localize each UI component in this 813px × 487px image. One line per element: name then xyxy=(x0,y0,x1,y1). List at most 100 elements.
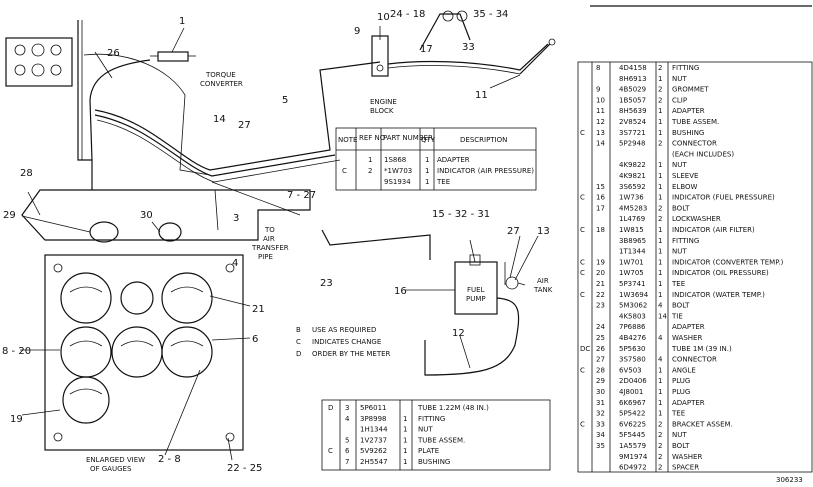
callout: 9 xyxy=(354,26,360,37)
description-cell: CONNECTOR xyxy=(672,356,717,364)
callout-numbers: 1 26 9 10 24 - 18 35 - 34 17 33 11 5 14 … xyxy=(2,9,550,474)
qty-cell: 1 xyxy=(658,248,662,256)
part-number-cell: 6K6967 xyxy=(619,399,646,407)
description-cell: GROMMET xyxy=(672,86,709,94)
svg-text:1: 1 xyxy=(368,156,372,164)
part-number-cell: 6D4972 xyxy=(619,464,647,472)
description-cell: CLIP xyxy=(672,96,687,104)
qty-cell: 2 xyxy=(658,215,662,223)
part-number-cell: 9M1974 xyxy=(619,453,648,461)
callout: 22 - 25 xyxy=(227,463,262,474)
callout: 8 - 20 xyxy=(2,346,31,357)
ref-cell: 12 xyxy=(596,118,605,126)
ref-cell: 35 xyxy=(596,442,605,450)
qty-cell: 1 xyxy=(658,129,662,137)
qty-cell: 2 xyxy=(658,453,662,461)
description-cell: PLUG xyxy=(672,377,690,385)
part-number-cell: 6V6225 xyxy=(619,420,646,428)
svg-text:1: 1 xyxy=(425,178,429,186)
ref-cell: 20 xyxy=(596,269,605,277)
ref-cell: 21 xyxy=(596,280,605,288)
description-cell: INDICATOR (FUEL PRESSURE) xyxy=(672,194,775,202)
mounting-bracket xyxy=(5,20,93,190)
callout: 1 xyxy=(179,16,185,27)
ref-cell: 25 xyxy=(596,334,605,342)
small-parts-table: NOTE REF NO PART NUMBER QTY DESCRIPTION … xyxy=(335,127,537,191)
qty-cell: 1 xyxy=(658,161,662,169)
description-cell: INDICATOR (AIR FILTER) xyxy=(672,226,755,234)
part-number-cell: 1W705 xyxy=(619,269,644,277)
part-number-cell: 2V8524 xyxy=(619,118,647,126)
qty-cell: 1 xyxy=(658,75,662,83)
callout: 27 xyxy=(238,120,251,131)
table-header: DESCRIPTION xyxy=(460,136,507,144)
part-number-cell: 4D4158 xyxy=(619,64,647,72)
description-cell: TEE xyxy=(671,410,685,418)
callout: 15 - 32 - 31 xyxy=(432,209,490,220)
description-cell: BUSHING xyxy=(418,458,450,466)
qty-cell: 4 xyxy=(658,356,663,364)
qty-cell: 1 xyxy=(403,415,407,423)
note-cell: C xyxy=(580,258,585,266)
ref-cell: 5 xyxy=(345,436,349,444)
callout: 24 - 18 xyxy=(390,9,425,20)
ref-cell: 10 xyxy=(596,96,605,104)
description-cell: BOLT xyxy=(672,204,690,212)
table-header: PART NUMBER xyxy=(383,134,433,142)
part-number-cell: 5M3062 xyxy=(619,302,647,310)
description-cell: TUBE ASSEM. xyxy=(671,118,719,126)
engine-block-label: BLOCK xyxy=(370,107,394,115)
leader-lines xyxy=(20,26,539,461)
ref-cell: 30 xyxy=(596,388,605,396)
part-number-cell: 1B5057 xyxy=(619,96,646,104)
ref-cell: 4 xyxy=(345,415,350,423)
svg-text:C: C xyxy=(342,167,347,175)
legend-code: C xyxy=(296,338,301,346)
qty-cell: 2 xyxy=(658,204,662,212)
table-header: NOTE xyxy=(338,136,357,144)
engine-block-label: ENGINE xyxy=(370,98,397,106)
table-row: C 2 *1W703 1 INDICATOR (AIR PRESSURE) xyxy=(342,167,534,175)
ref-cell: 22 xyxy=(596,291,605,299)
callout: 6 xyxy=(252,334,258,345)
table-header: REF NO xyxy=(359,134,386,142)
ref-cell: 24 xyxy=(596,323,605,331)
description-cell: NUT xyxy=(672,161,687,169)
legend-text: USE AS REQUIRED xyxy=(312,326,376,334)
qty-cell: 1 xyxy=(658,280,662,288)
air-transfer-pipe-label: PIPE xyxy=(258,253,273,261)
part-number-cell: 3B8965 xyxy=(619,237,646,245)
description-cell: BOLT xyxy=(672,442,690,450)
callout: 21 xyxy=(252,304,265,315)
ref-cell: 27 xyxy=(596,356,605,364)
description-cell: BOLT xyxy=(672,302,690,310)
air-transfer-pipe-label: AIR xyxy=(263,235,275,243)
callout: 17 xyxy=(420,44,433,55)
part-number-cell: 5P2948 xyxy=(619,140,646,148)
qty-cell: 2 xyxy=(658,431,662,439)
qty-cell: 1 xyxy=(658,291,662,299)
callout: 13 xyxy=(537,226,550,237)
description-cell: TUBE 1.22M (48 IN.) xyxy=(417,404,489,412)
ref-cell: 19 xyxy=(596,258,605,266)
legend-text: ORDER BY THE METER xyxy=(312,350,391,358)
svg-text:2: 2 xyxy=(368,167,372,175)
note-cell: DC xyxy=(580,345,590,353)
